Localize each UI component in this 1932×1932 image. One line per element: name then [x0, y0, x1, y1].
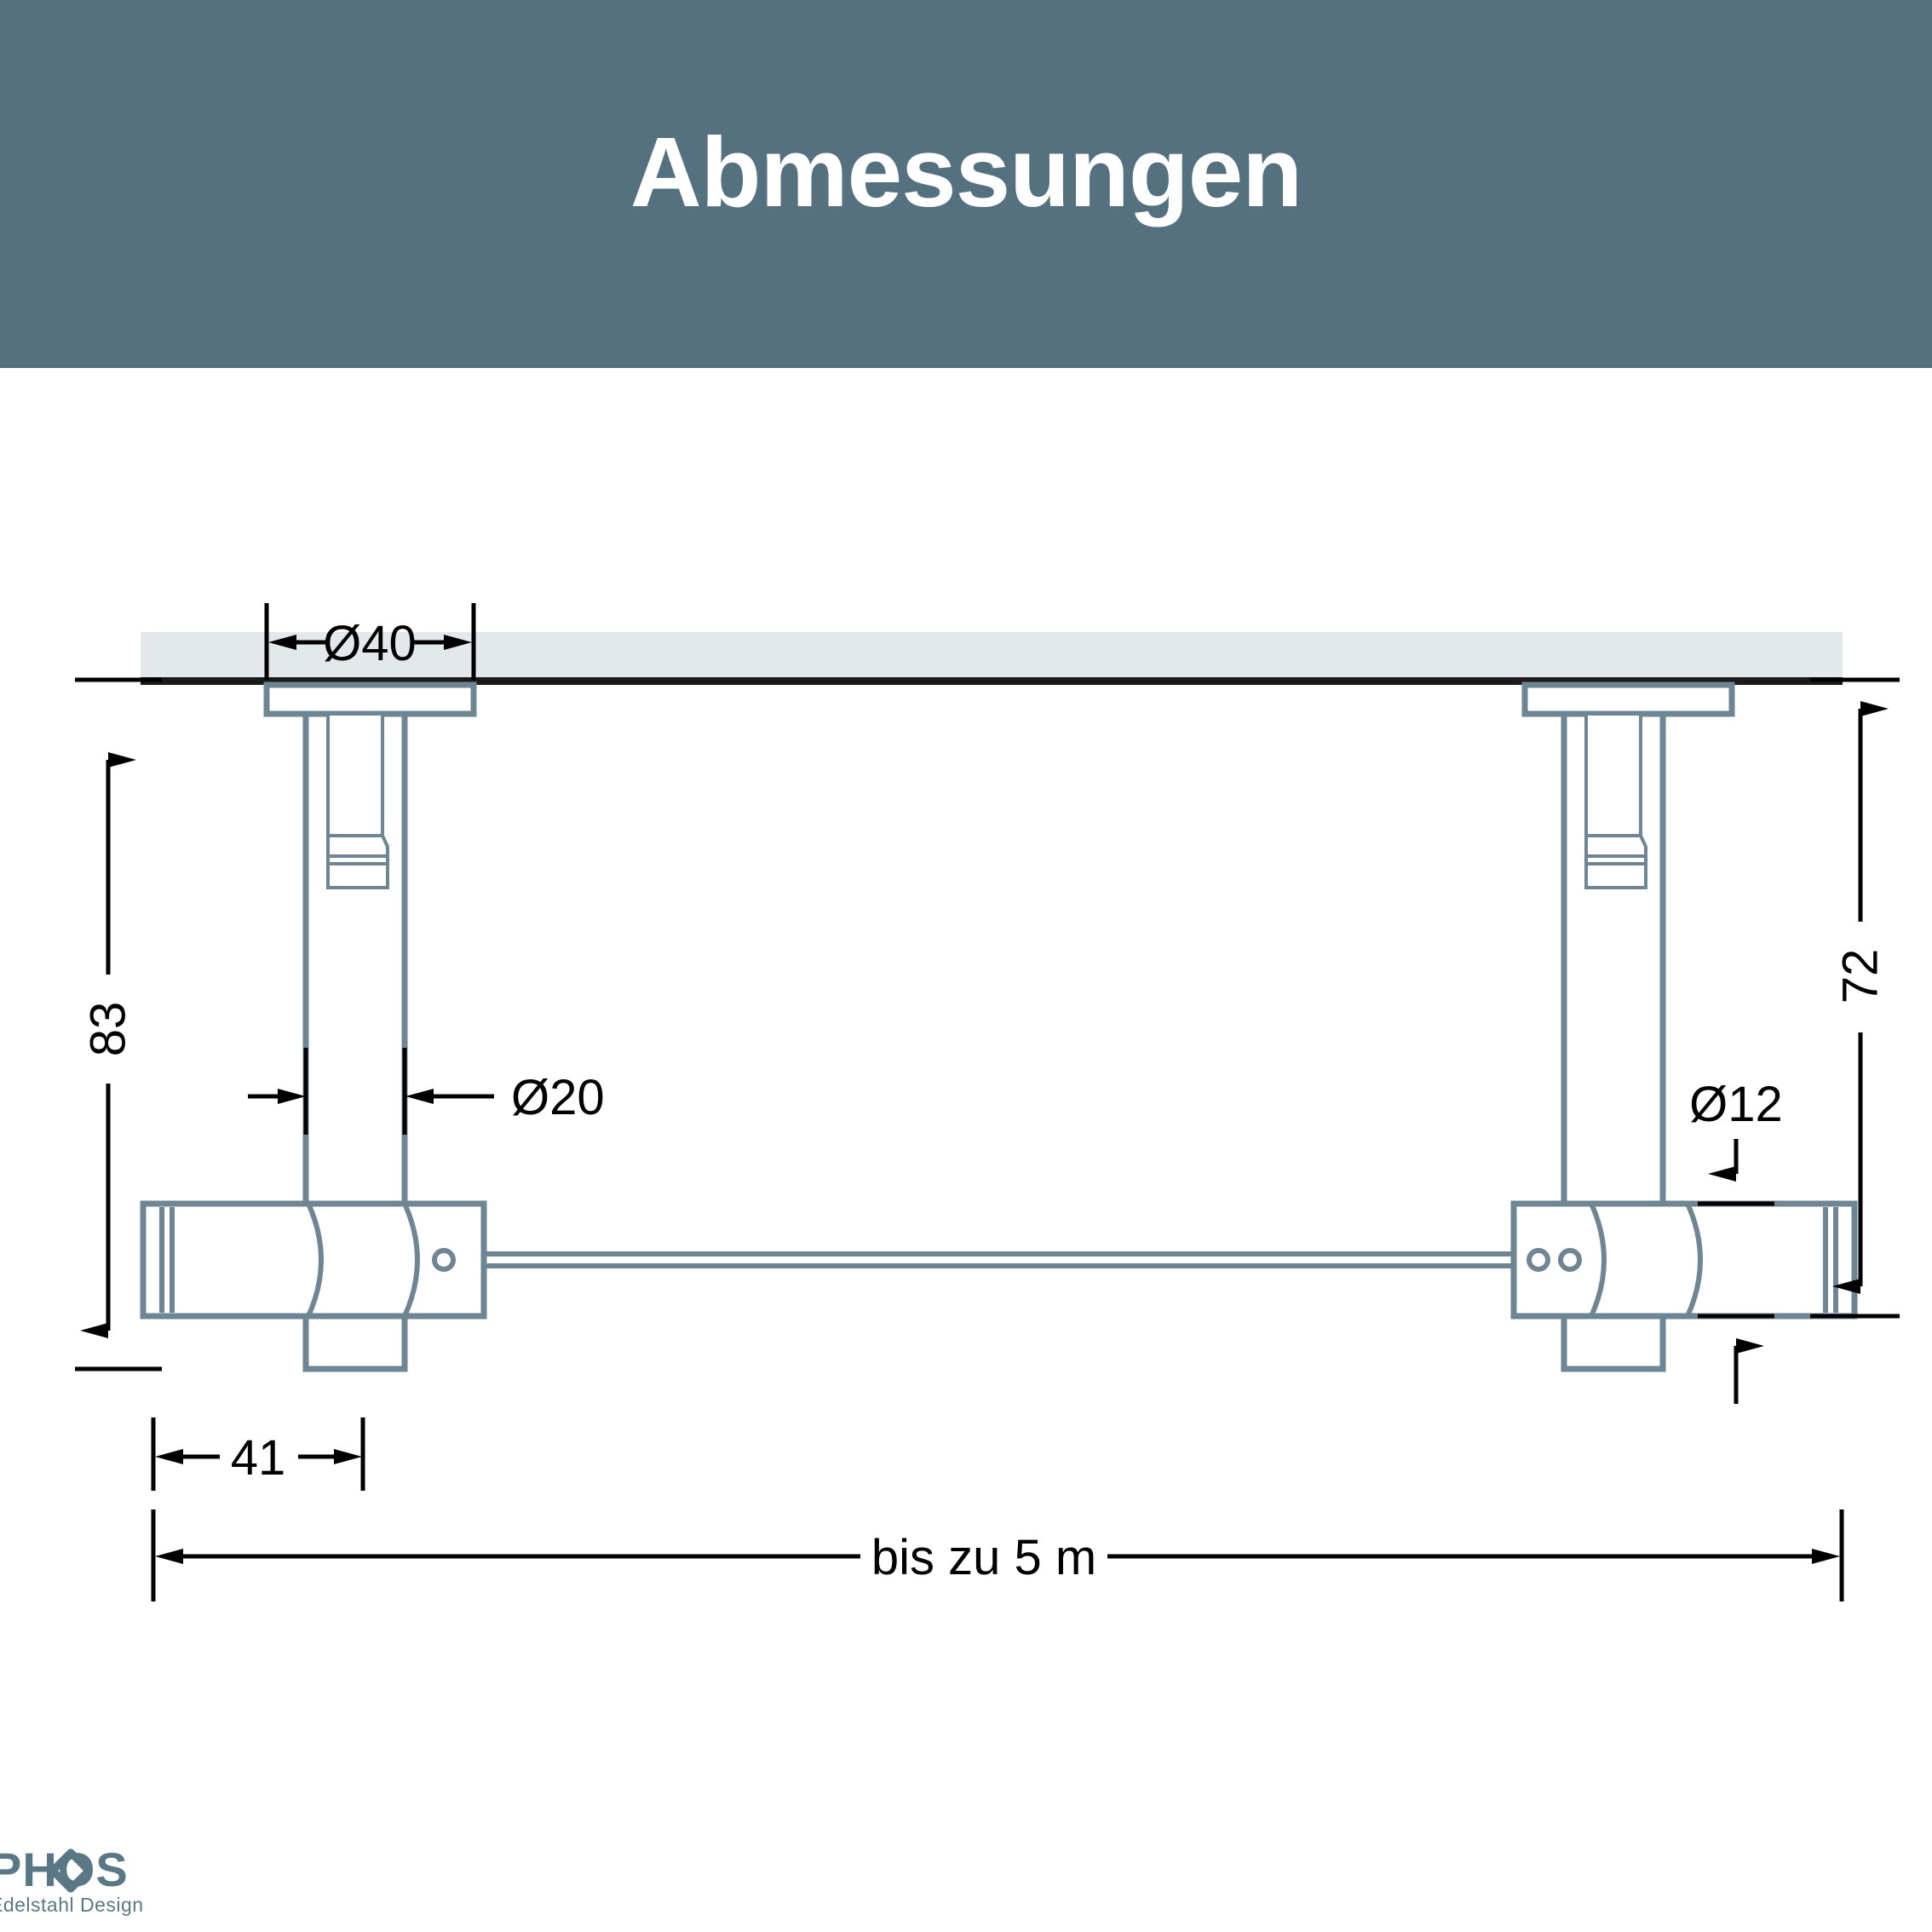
left-post-lower: [302, 1313, 408, 1372]
dimension-span: [151, 1509, 1844, 1601]
dimension-width-41: [151, 1417, 365, 1491]
dimension-dia-40-label: Ø40: [323, 616, 417, 671]
dimension-dia-40: [264, 603, 476, 680]
ceiling-panel: [141, 632, 1843, 685]
header-banner: Abmessungen: [0, 0, 1932, 368]
dimension-height-83: [75, 677, 162, 1371]
dimension-height-72-label: 72: [1833, 949, 1889, 1004]
technical-drawing-area: Ø40 83 72 Ø20: [0, 368, 1932, 1816]
left-post-collar: [326, 834, 389, 889]
diamond-icon: [49, 1849, 93, 1893]
left-bar-curve-b: [402, 1202, 420, 1318]
phos-logo-svg: PHOS Edelstahl Design: [0, 1843, 144, 1916]
right-bar-curve-a: [1589, 1202, 1607, 1318]
right-post-lower: [1561, 1313, 1666, 1372]
left-post-inner-detail: [326, 712, 384, 837]
dimension-dia-12-label: Ø12: [1689, 1077, 1783, 1132]
right-mount-assembly: [1510, 681, 1858, 1372]
dimension-dia-20-label: Ø20: [511, 1070, 605, 1125]
right-bar-curve-b: [1685, 1202, 1703, 1318]
page-title: Abmessungen: [630, 117, 1302, 227]
dimension-height-72: [1810, 677, 1900, 1319]
left-bar-curve-a: [306, 1202, 324, 1318]
right-ceiling-flange: [1521, 681, 1735, 717]
left-mount-assembly: [140, 681, 487, 1372]
phos-logo-tagline: Edelstahl Design: [0, 1894, 144, 1916]
dimension-dia-12: [1698, 1139, 1774, 1404]
right-bar-hole-a: [1527, 1248, 1550, 1272]
connecting-rod: [484, 1251, 1514, 1268]
right-post-collar: [1584, 834, 1647, 889]
phos-logo-wordmark: PHOS: [0, 1843, 129, 1896]
phos-logo: PHOS Edelstahl Design: [0, 1843, 273, 1925]
dimension-dia-20: [248, 1048, 494, 1135]
dimension-span-label: bis zu 5 m: [871, 1530, 1096, 1585]
left-ceiling-flange: [263, 681, 477, 717]
dimension-height-83-label: 83: [81, 1002, 136, 1057]
dimension-drawing: Ø40 83 72 Ø20: [75, 603, 1900, 1601]
left-bar-hole: [432, 1248, 456, 1272]
dimension-width-41-label: 41: [231, 1430, 286, 1486]
right-bar-hole-b: [1558, 1248, 1582, 1272]
right-post-inner-detail: [1584, 712, 1642, 837]
